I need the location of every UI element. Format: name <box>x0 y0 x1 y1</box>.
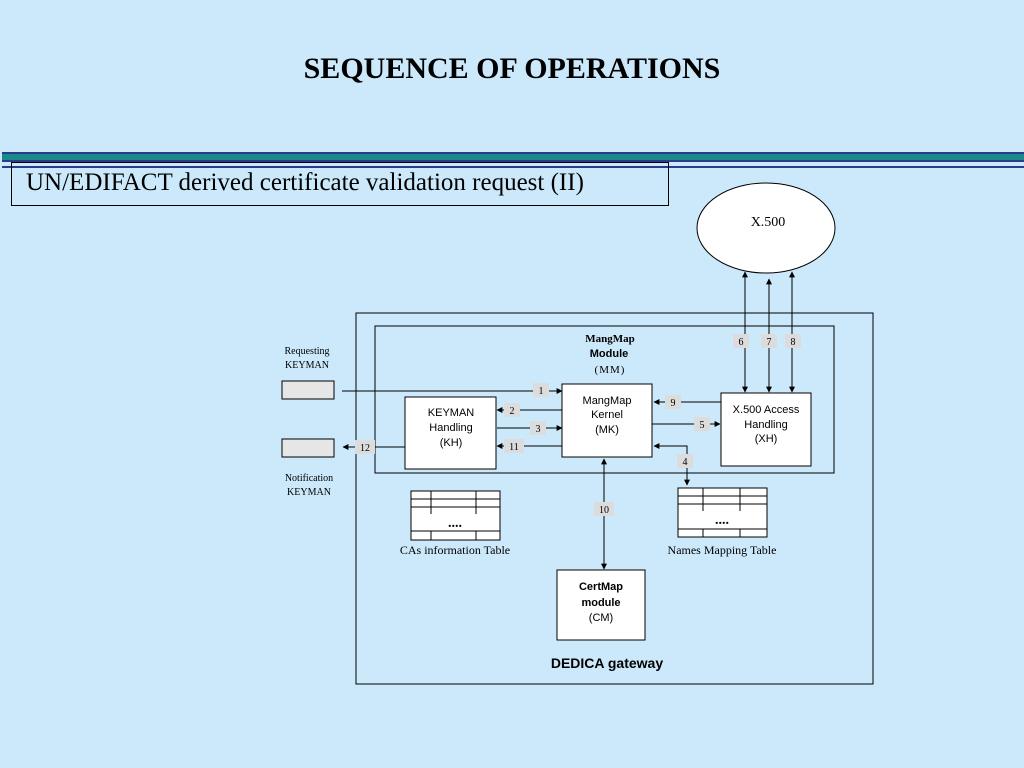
notification-keyman-line1: Notification <box>285 473 333 484</box>
mangmap-module-line1: MangMap <box>585 333 635 345</box>
mangmap-kernel-line2: Kernel <box>591 409 623 421</box>
slide-title: SEQUENCE OF OPERATIONS <box>303 52 721 85</box>
svg-text:1: 1 <box>539 386 544 397</box>
svg-text:7: 7 <box>767 337 772 348</box>
requesting-keyman-line2: KEYMAN <box>285 360 329 371</box>
gateway-label: DEDICA gateway <box>551 655 664 671</box>
svg-text:6: 6 <box>739 337 744 348</box>
keyman-handling-line2: Handling <box>429 422 472 434</box>
keyman-handling-line1: KEYMAN <box>428 407 475 419</box>
step-badge-8: 8 <box>785 334 801 348</box>
requesting-keyman-line1: Requesting <box>285 346 330 357</box>
step-badge-2: 2 <box>504 403 520 417</box>
svg-text:4: 4 <box>683 457 688 468</box>
names-mapping-table <box>677 487 768 538</box>
subtitle-box: UN/EDIFACT derived certificate validatio… <box>11 162 669 206</box>
x500-directory <box>696 182 836 274</box>
requesting-keyman-box <box>281 380 335 400</box>
step-badge-1: 1 <box>533 383 549 397</box>
step-badge-10: 10 <box>594 502 614 516</box>
x500-access-box <box>720 392 812 467</box>
mangmap-kernel-box <box>561 383 653 458</box>
keyman-handling-box <box>404 396 497 470</box>
keyman-handling-line3: (KH) <box>440 437 463 449</box>
x500-access-line1: X.500 Access <box>733 404 800 416</box>
mangmap-module-line2: Module <box>590 348 629 360</box>
step-badge-9: 9 <box>665 395 681 409</box>
step-badge-7: 7 <box>761 334 777 348</box>
svg-text:10: 10 <box>599 505 609 516</box>
svg-text:11: 11 <box>509 442 519 453</box>
certmap-line1: CertMap <box>579 581 623 593</box>
notification-keyman-box <box>281 438 335 458</box>
mangmap-kernel-line3: (MK) <box>595 424 619 436</box>
divider-thin-line <box>2 166 1024 168</box>
x500-access-line3: (XH) <box>755 433 778 445</box>
step-badge-6: 6 <box>733 334 749 348</box>
divider-band <box>2 152 1024 162</box>
svg-text:5: 5 <box>700 420 705 431</box>
x500-access-line2: Handling <box>744 419 787 431</box>
step-badge-11: 11 <box>504 439 524 453</box>
notification-keyman-line2: KEYMAN <box>287 487 331 498</box>
mangmap-module-line3: (MM) <box>595 364 626 376</box>
cas-table-dots: .... <box>448 516 462 531</box>
step-badge-4: 4 <box>677 454 693 468</box>
svg-text:9: 9 <box>671 398 676 409</box>
names-table-label: Names Mapping Table <box>668 543 777 557</box>
certmap-line2: module <box>581 597 620 609</box>
svg-text:12: 12 <box>360 443 370 454</box>
svg-text:2: 2 <box>510 406 515 417</box>
certmap-module-box <box>556 569 646 641</box>
dedica-gateway-box <box>355 312 874 685</box>
step-badge-5: 5 <box>694 417 710 431</box>
mangmap-kernel-line1: MangMap <box>583 395 632 407</box>
cas-table-label: CAs information Table <box>400 543 510 557</box>
step-badge-3: 3 <box>530 421 546 435</box>
svg-text:3: 3 <box>536 424 541 435</box>
cas-info-table <box>410 490 501 541</box>
subtitle: UN/EDIFACT derived certificate validatio… <box>26 169 584 196</box>
certmap-line3: (CM) <box>589 612 613 624</box>
names-table-dots: .... <box>715 513 729 528</box>
svg-text:8: 8 <box>791 337 796 348</box>
x500-label: X.500 <box>751 215 786 230</box>
arrow-4 <box>653 443 690 486</box>
step-badge-12: 12 <box>355 440 375 454</box>
